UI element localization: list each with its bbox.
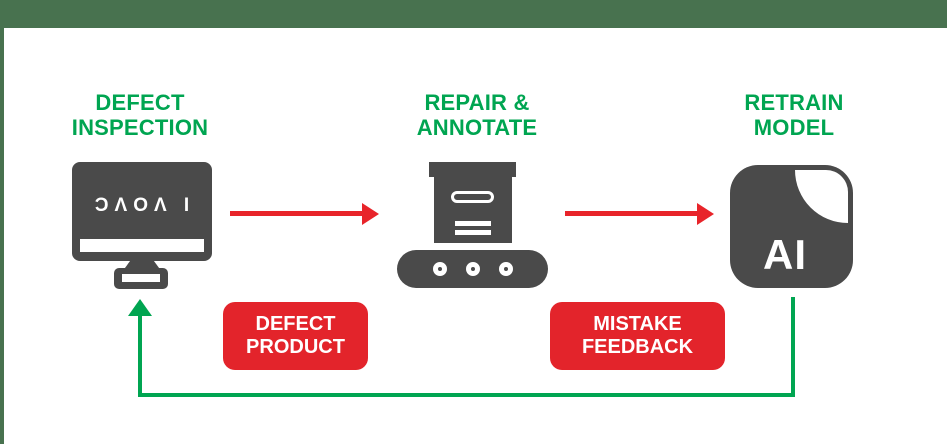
left-banner-strip [0,0,4,444]
conveyor-box-icon [397,162,548,288]
feedback-loop-arrowhead [128,299,152,316]
conveyor-belt [397,250,548,288]
monitor-stand-base [114,268,168,289]
flow-arrow-1-shaft [230,211,362,216]
step-title-retrain-model: RETRAIN MODEL [684,90,904,140]
top-banner [0,0,947,28]
ai-chip-label: AI [763,231,807,278]
mistake-feedback-badge: MISTAKE FEEDBACK [550,302,725,370]
monitor-screen: ƆΛOΛ I [72,162,212,261]
flow-arrow-1-head [362,203,379,225]
feedback-loop-left-segment [138,314,142,397]
feedback-loop-right-segment [791,297,795,397]
step-title-line: DEFECT [95,90,185,115]
box-body [433,177,512,243]
leaf-cutout-icon [795,170,848,223]
flow-arrow-2-head [697,203,714,225]
step-title-line: INSPECTION [71,115,209,140]
step-title-line: REPAIR & [424,90,530,115]
conveyor-roller [432,262,447,276]
daoai-logo-text: ƆΛOΛ I [94,195,196,216]
step-title-repair-annotate: REPAIR & ANNOTATE [367,90,587,140]
badge-line: MISTAKE [593,313,682,335]
monitor-base-slot [122,274,160,282]
step-title-line: MODEL [753,115,835,140]
badge-line: FEEDBACK [581,336,694,358]
badge-line: PRODUCT [246,336,345,358]
conveyor-roller [465,262,480,276]
box-lid [429,162,516,177]
box-label-slot [450,191,494,203]
step-title-line: ANNOTATE [416,115,538,140]
ai-chip-icon: AI [730,165,853,288]
step-title-line: RETRAIN [744,90,844,115]
conveyor-roller [498,262,513,276]
box-line [454,221,491,226]
box-line [454,230,491,235]
monitor-taskbar [80,239,204,252]
monitor-icon: ƆΛOΛ I [72,162,212,289]
flow-arrow-2-shaft [565,211,697,216]
step-title-defect-inspection: DEFECT INSPECTION [30,90,250,140]
badge-line: DEFECT [255,313,336,335]
defect-product-badge: DEFECT PRODUCT [223,302,368,370]
feedback-loop-bottom-segment [138,393,795,397]
